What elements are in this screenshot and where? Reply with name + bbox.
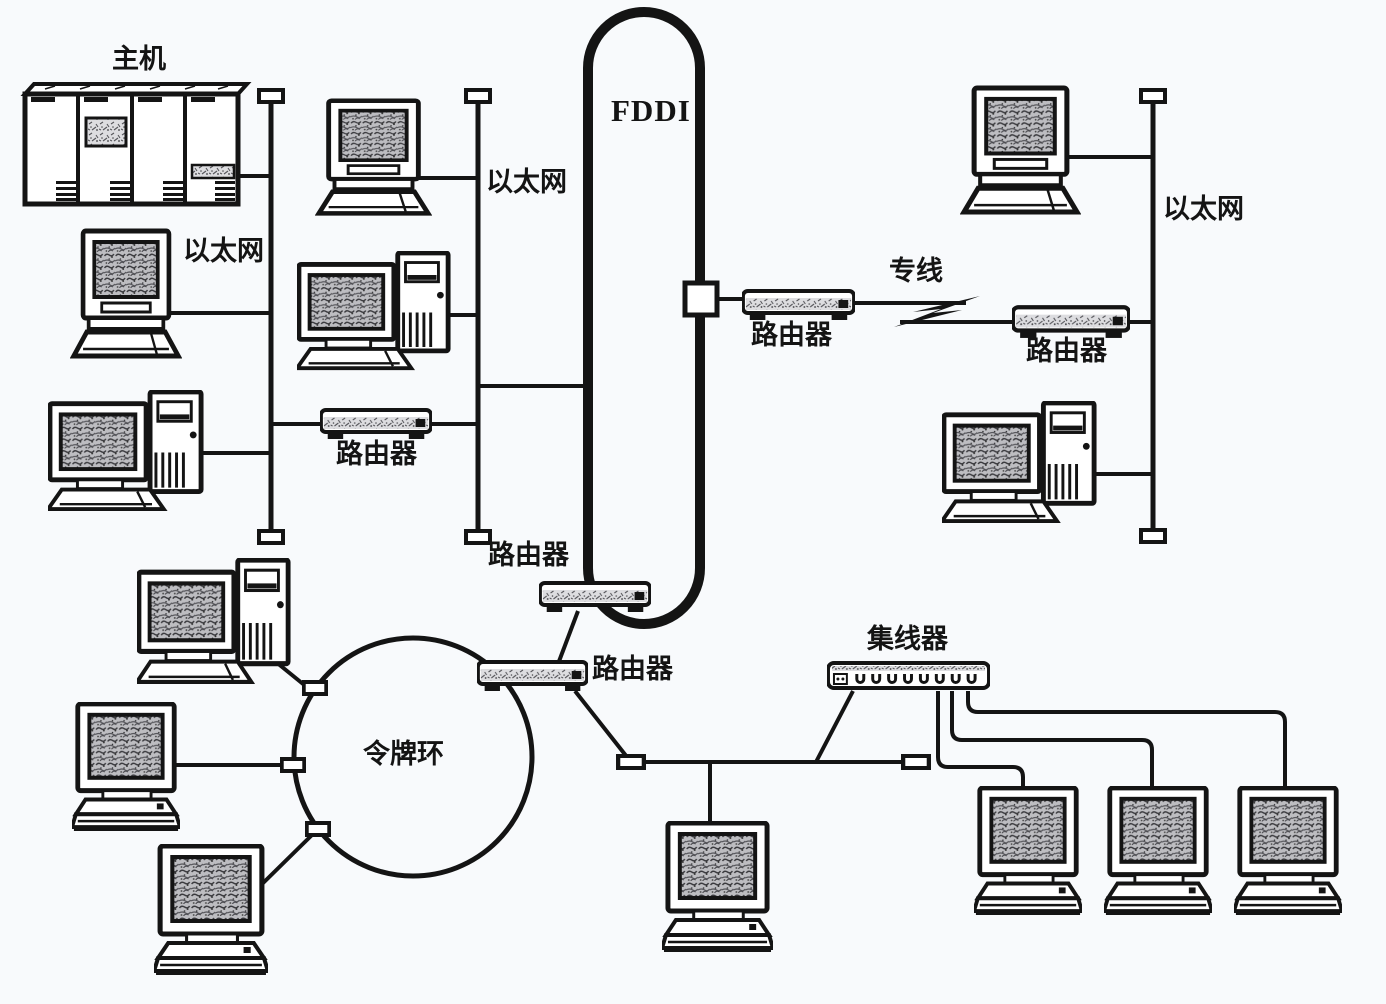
workstation-tower-icon <box>48 392 201 509</box>
ring-tap-icon <box>305 821 331 837</box>
terminator-icon <box>464 88 492 104</box>
label-ethernet-middle: 以太网 <box>486 167 567 197</box>
label-mainframe: 主机 <box>112 44 166 74</box>
terminal-icon <box>154 846 268 973</box>
terminator-icon <box>257 529 285 545</box>
leased-line-bolt-icon <box>894 296 980 327</box>
workstation-tower-icon <box>137 560 288 682</box>
router-icon-fddi-wan <box>742 289 855 321</box>
workstation-tower-icon <box>942 403 1094 521</box>
terminal-icon <box>1234 788 1342 913</box>
mainframe-icon <box>20 82 252 207</box>
label-router-fddi-wan: 路由器 <box>751 320 832 350</box>
terminator-icon <box>257 88 285 104</box>
workstation-tower-icon <box>297 253 448 368</box>
hub-icon <box>827 661 990 690</box>
label-router-bridge: 路由器 <box>336 439 417 469</box>
label-router-wan-remote: 路由器 <box>1026 336 1107 366</box>
workstation-icon <box>74 231 179 356</box>
label-fddi: FDDI <box>611 93 691 128</box>
label-leased-line: 专线 <box>889 256 943 286</box>
workstation-icon <box>964 88 1077 212</box>
terminator-icon <box>618 756 644 768</box>
router-icon-fddi-bottom <box>539 581 651 613</box>
fddi-ring <box>583 7 705 629</box>
label-ethernet-left: 以太网 <box>183 236 264 266</box>
fddi-attachment-icon <box>682 280 720 318</box>
terminal-icon <box>72 704 180 829</box>
label-hub: 集线器 <box>867 624 948 654</box>
terminator-icon <box>464 529 492 545</box>
terminator-icon <box>903 756 929 768</box>
router-icon-bridge <box>320 408 432 440</box>
terminator-icon <box>1139 528 1167 544</box>
terminal-icon <box>1104 788 1212 913</box>
ring-tap-icon <box>280 757 306 773</box>
router-icon-token-ring <box>477 660 588 692</box>
label-router-fddi-bottom: 路由器 <box>488 540 569 570</box>
label-router-token-ring: 路由器 <box>592 654 673 684</box>
terminator-icon <box>1139 88 1167 104</box>
workstation-icon <box>319 101 428 214</box>
terminal-icon <box>974 788 1082 913</box>
label-ethernet-right: 以太网 <box>1163 194 1244 224</box>
terminal-icon <box>662 823 773 950</box>
ring-tap-icon <box>302 680 328 696</box>
connection-lines <box>168 155 1287 890</box>
label-token-ring: 令牌环 <box>363 739 444 769</box>
router-icon-wan-remote <box>1013 307 1129 338</box>
